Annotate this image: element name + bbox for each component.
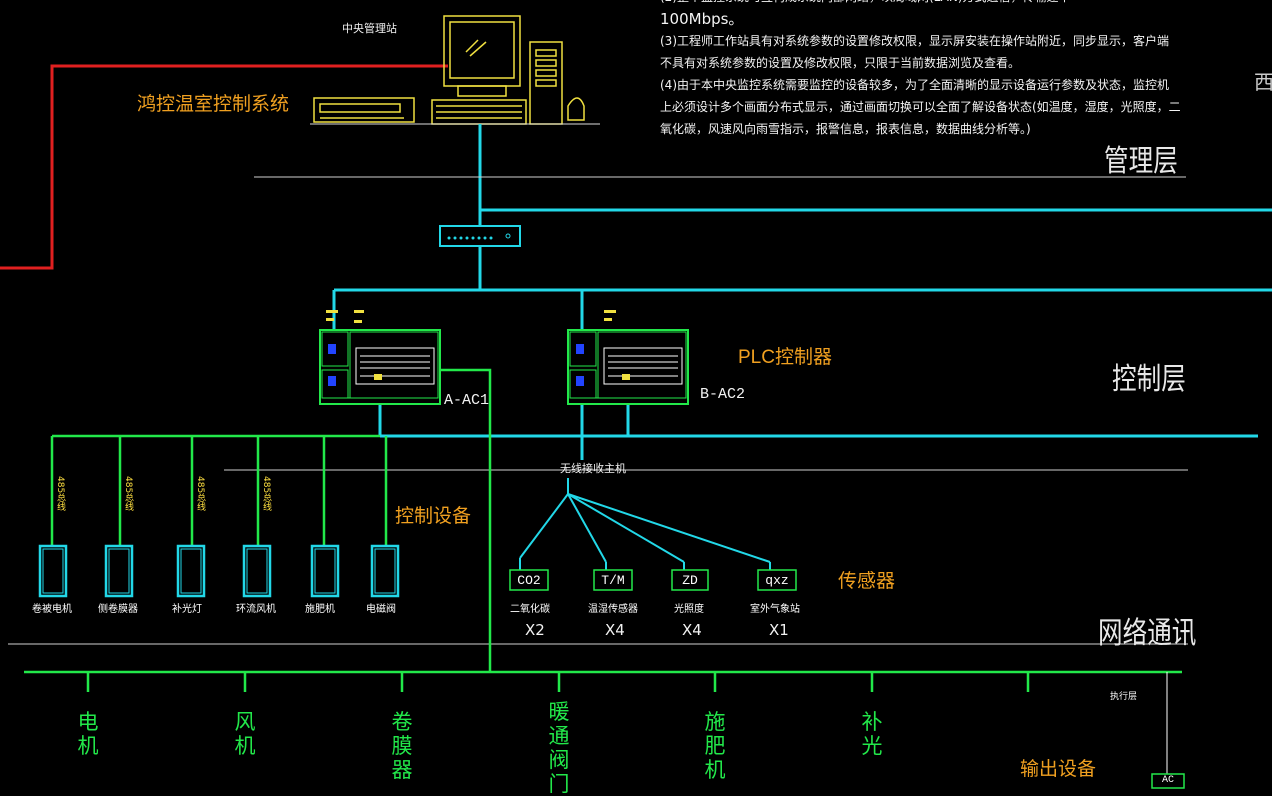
note-line: 100Mbps。 bbox=[660, 10, 744, 28]
ac-box-label: AC bbox=[1161, 775, 1174, 786]
note-line: (4)由于本中央监控系统需要监控的设备较多，为了全面清晰的显示设备运行参数及状态… bbox=[660, 78, 1170, 92]
bus-label: 485总线 bbox=[261, 476, 271, 512]
field-bus bbox=[24, 368, 1182, 692]
system-title: 鸿控温室控制系统 bbox=[137, 94, 290, 115]
note-line: 上必须设计多个画面分布式显示，通过画面切换可以全面了解设备状态(如温度，湿度，光… bbox=[660, 100, 1181, 114]
network-switch bbox=[439, 225, 521, 247]
sensor-qty: X4 bbox=[605, 621, 625, 639]
bus-label: 485总线 bbox=[195, 476, 205, 512]
control-device-name: 电磁阀 bbox=[366, 604, 396, 615]
control-device-name: 补光灯 bbox=[172, 604, 202, 615]
edge-char: 西 bbox=[1254, 70, 1272, 94]
layer-separators bbox=[8, 176, 1188, 645]
ac-box bbox=[1151, 773, 1185, 789]
sensor-code: CO2 bbox=[517, 573, 541, 588]
output-device: 卷膜器 bbox=[391, 710, 413, 782]
plc-b-name: B-AC2 bbox=[700, 386, 746, 403]
sensor-qty: X2 bbox=[525, 621, 545, 639]
note-line: (2)整个监控系统可互构成系统内部网络，以局域网(LAN)方式通信，传输速率 bbox=[660, 0, 1110, 8]
sensor-name: 温湿传感器 bbox=[588, 604, 638, 615]
control-device-name: 施肥机 bbox=[305, 604, 335, 615]
control-device-name: 侧卷膜器 bbox=[98, 604, 138, 615]
note-line: 氧化碳，风速风向雨雪指示，报警信息，报表信息，数据曲线分析等。) bbox=[660, 122, 1031, 136]
red-external-link bbox=[0, 64, 448, 270]
note-line: (3)工程师工作站具有对系统参数的设置修改权限，显示屏安装在操作站附近，同步显示… bbox=[660, 34, 1170, 48]
network-layer-label: 网络通讯 bbox=[1098, 617, 1197, 650]
spec-notes: (2)整个监控系统可互构成系统内部网络，以局域网(LAN)方式通信，传输速率 1… bbox=[660, 0, 1181, 140]
plc-label: PLC控制器 bbox=[738, 347, 832, 368]
plc-a-device bbox=[319, 310, 441, 405]
output-devices-label: 输出设备 bbox=[1020, 759, 1097, 780]
control-device-boxes bbox=[38, 544, 400, 598]
sensor-code: T/M bbox=[601, 573, 625, 588]
exec-layer-label: 执行层 bbox=[1110, 692, 1138, 702]
central-station-label: 中央管理站 bbox=[342, 22, 397, 35]
wireless-host-label: 无线接收主机 bbox=[560, 462, 626, 475]
sensor-boxes bbox=[509, 569, 797, 591]
plc-a-name: A-AC1 bbox=[444, 392, 490, 409]
output-device: 施肥机 bbox=[704, 710, 726, 782]
sensor-name: 光照度 bbox=[674, 604, 704, 615]
sensor-qty: X4 bbox=[682, 621, 702, 639]
bus-label: 485总线 bbox=[55, 476, 65, 512]
sensor-code: ZD bbox=[682, 573, 698, 588]
note-line: 不具有对系统参数的设置及修改权限，只限于当前数据浏览及查看。 bbox=[660, 56, 1021, 70]
control-device-name: 卷被电机 bbox=[32, 604, 72, 615]
control-layer-label: 控制层 bbox=[1112, 363, 1186, 396]
ethernet-network bbox=[332, 124, 1272, 460]
control-devices-label: 控制设备 bbox=[395, 506, 472, 527]
output-device: 补光 bbox=[861, 710, 883, 758]
output-device: 暖通阀门 bbox=[548, 700, 570, 796]
output-device: 电机 bbox=[77, 710, 99, 758]
management-layer-label: 管理层 bbox=[1104, 145, 1178, 178]
control-device-name: 环流风机 bbox=[236, 604, 276, 615]
output-device: 风机 bbox=[234, 710, 256, 758]
sensors-label: 传感器 bbox=[838, 571, 896, 592]
sensor-name: 二氧化碳 bbox=[510, 604, 550, 615]
wireless-links bbox=[519, 478, 771, 570]
sensor-name: 室外气象站 bbox=[750, 604, 800, 615]
sensor-code: qxz bbox=[765, 573, 789, 588]
sensor-qty: X1 bbox=[769, 621, 789, 639]
plc-b-device bbox=[567, 310, 689, 405]
bus-label: 485总线 bbox=[123, 476, 133, 512]
